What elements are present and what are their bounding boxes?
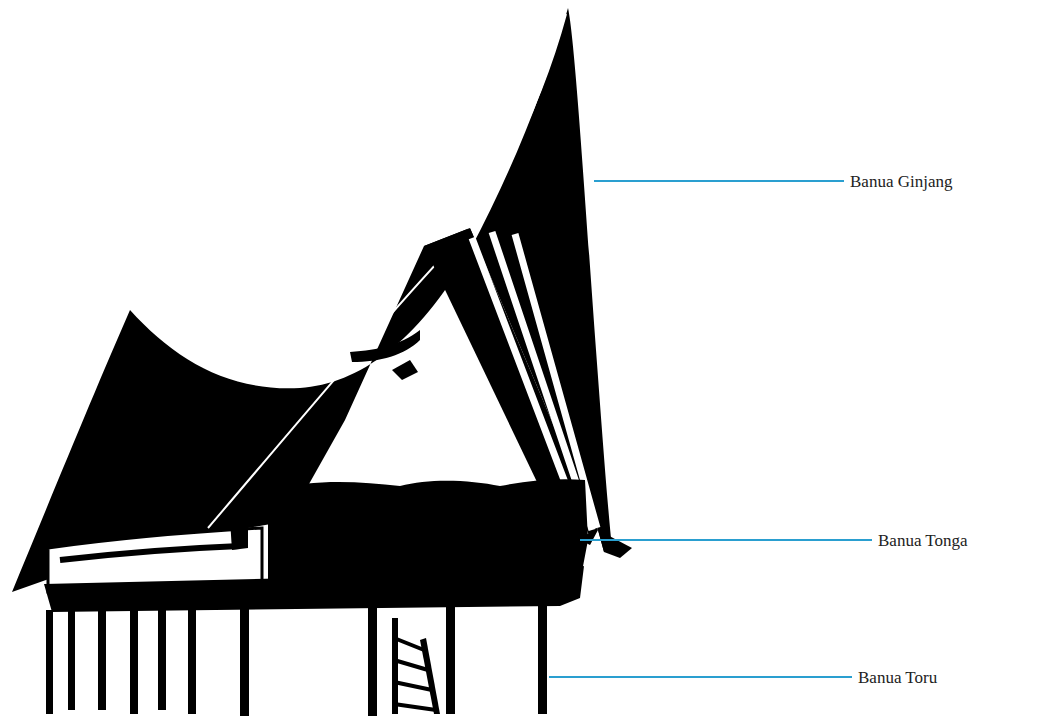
leader-line — [580, 539, 872, 541]
part-label: Banua Toru — [856, 668, 939, 687]
roof — [12, 8, 612, 592]
stilts — [46, 604, 547, 716]
part-label: Banua Tonga — [876, 531, 970, 550]
part-label: Banua Ginjang — [848, 172, 954, 191]
leader-lines — [549, 181, 872, 677]
ladder — [392, 618, 440, 714]
gable-ornament — [350, 330, 420, 362]
leader-line — [549, 676, 852, 678]
roof-tip — [598, 530, 632, 558]
leader-line — [594, 180, 844, 182]
floor-beam — [44, 566, 584, 612]
roof-ridge — [208, 14, 566, 528]
house-body — [268, 479, 588, 582]
